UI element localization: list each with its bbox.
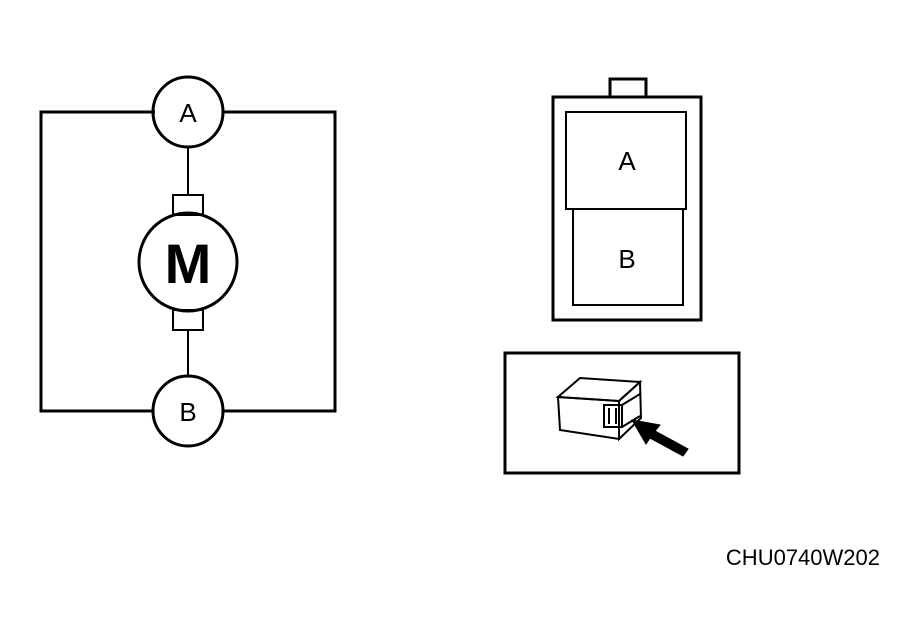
connector-pin-b <box>572 208 684 306</box>
connector-pin-a-label: A <box>618 146 636 176</box>
terminal-a-label: A <box>179 98 197 128</box>
motor-letter: M <box>165 232 212 295</box>
connector-3d-icon <box>555 376 643 442</box>
arrow-icon <box>631 419 689 457</box>
connector-inset <box>503 351 741 475</box>
motor-brush-bottom <box>172 309 204 331</box>
motor-brush-top <box>172 194 204 216</box>
circuit-loop <box>39 110 337 413</box>
connector-face: A B <box>551 77 703 322</box>
figure-code: CHU0740W202 <box>726 545 880 570</box>
terminal-b-label: B <box>179 397 196 427</box>
connector-housing <box>551 95 703 322</box>
connector-latch <box>608 77 648 99</box>
motor-circuit: A M B <box>39 75 337 448</box>
motor-symbol <box>137 211 239 313</box>
connector-pin-b-label: B <box>618 244 635 274</box>
inset-frame <box>503 351 741 475</box>
terminal-b-circle <box>151 374 225 448</box>
